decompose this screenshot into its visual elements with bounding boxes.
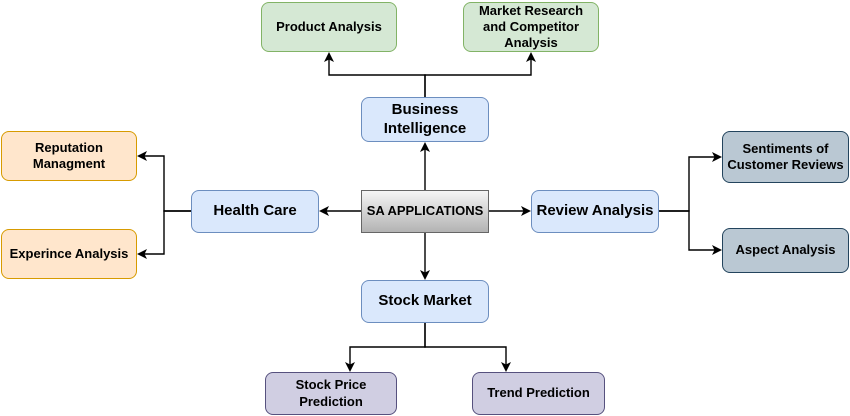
trend-prediction-label: Trend Prediction [487,385,590,401]
business-intelligence-node: Business Intelligence [361,97,489,142]
market-research-node: Market Research and Competitor Analysis [463,2,599,52]
sentiments-customer-reviews-label: Sentiments of Customer Reviews [727,140,844,172]
stock-price-prediction-label: Stock Price Prediction [295,377,367,409]
aspect-analysis-node: Aspect Analysis [722,228,849,273]
reputation-managment-label: Reputation Managment [32,139,106,171]
business-intelligence-label: Business Intelligence [383,100,467,137]
aspect-analysis-label: Aspect Analysis [735,242,836,258]
experince-analysis-node: Experince Analysis [1,229,137,279]
experince-analysis-label: Experince Analysis [9,245,129,261]
product-analysis-label: Product Analysis [276,18,382,34]
connector-bi-to-product-analysis [324,52,426,97]
connector-ra-to-sentiments-reviews [659,152,722,212]
connector-sm-to-trend-prediction [424,323,511,372]
connector-ra-to-aspect-analysis [659,210,722,255]
stock-market-label: Stock Market [378,292,472,310]
sentiments-customer-reviews-node: Sentiments of Customer Reviews [722,131,849,183]
market-research-label: Market Research and Competitor Analysis [478,2,584,51]
connector-hc-to-reputation-managment [137,151,191,212]
reputation-managment-node: Reputation Managment [1,131,137,181]
health-care-node: Health Care [191,190,319,233]
connector-sm-to-stock-price-prediction [345,323,426,372]
product-analysis-node: Product Analysis [261,2,397,52]
connector-bi-to-market-research [424,52,536,97]
sa-applications-node: SA APPLICATIONS [361,190,489,233]
stock-market-node: Stock Market [361,280,489,323]
review-analysis-label: Review Analysis [536,202,654,220]
review-analysis-node: Review Analysis [531,190,659,233]
sa-applications-label: SA APPLICATIONS [366,203,484,219]
health-care-label: Health Care [213,202,297,220]
trend-prediction-node: Trend Prediction [472,372,605,415]
stock-price-prediction-node: Stock Price Prediction [265,372,397,415]
connector-hc-to-experince-analysis [137,210,191,259]
